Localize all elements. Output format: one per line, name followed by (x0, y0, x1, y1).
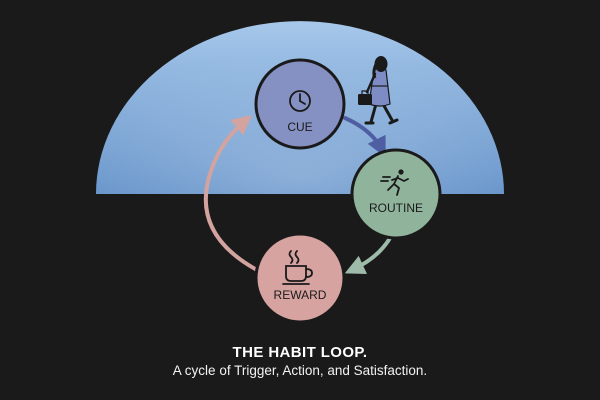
coffee-cup-icon (282, 250, 313, 285)
routine-node: ROUTINE (350, 148, 442, 240)
cue-label: CUE (287, 120, 312, 134)
clock-icon (289, 90, 311, 112)
running-person-icon (380, 169, 409, 196)
walking-woman-with-briefcase-icon (358, 56, 399, 125)
cue-node: CUE (254, 58, 346, 150)
arrow-cue-to-routine (343, 116, 386, 158)
arrow-routine-to-reward (344, 236, 392, 275)
routine-label: ROUTINE (369, 201, 423, 215)
reward-node: REWARD (254, 232, 346, 324)
arrow-reward-to-cue (203, 114, 259, 272)
reward-label: REWARD (274, 288, 327, 302)
caption-subtitle: A cycle of Trigger, Action, and Satisfac… (172, 363, 428, 378)
caption-title: THE HABIT LOOP. (232, 344, 368, 361)
